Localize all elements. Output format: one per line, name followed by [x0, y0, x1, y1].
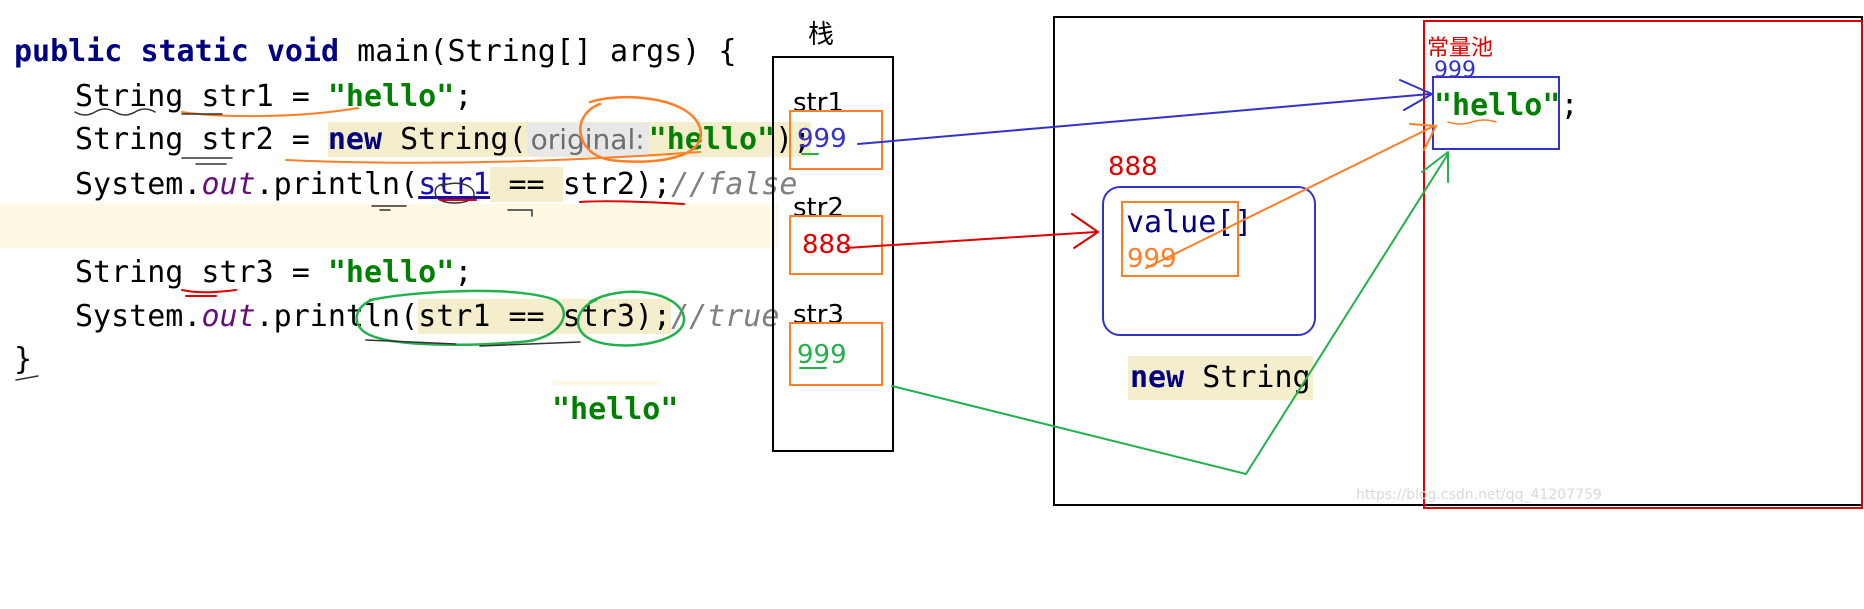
- parameter-hint: original:: [526, 123, 649, 156]
- code-line-1: public static void main(String[] args) {: [14, 32, 736, 72]
- underline-str2-black: [181, 157, 233, 165]
- constant-pool-area: [1423, 20, 1863, 509]
- code-line-4: System.out.println(str1 == str2);//false: [75, 165, 798, 205]
- constant-pool-title: 常量池: [1427, 36, 1494, 61]
- floating-hello-highlight: [552, 381, 662, 385]
- stack-var-str3: str3: [793, 300, 844, 330]
- hello-constant: "hello";: [1434, 86, 1579, 126]
- circle-hello-orange: [579, 95, 703, 163]
- scribble-str2: [507, 209, 533, 217]
- stack-ref-str3: 999: [797, 340, 847, 370]
- current-line-highlight: [0, 204, 778, 248]
- str2-declaration: String str2 =: [75, 122, 328, 157]
- floating-hello-literal: "hello": [552, 392, 679, 427]
- code-line-6: String str3 = "hello";: [75, 253, 472, 293]
- system-class: System.: [75, 299, 202, 334]
- arrow-str1-to-pool: [857, 93, 1431, 145]
- constant-pool-address: 999: [1434, 58, 1476, 83]
- caption-keyword-new: new: [1130, 360, 1185, 395]
- circle-compare-green: [355, 289, 566, 346]
- value-field-label: value[]: [1126, 205, 1253, 240]
- hello-constant-value: "hello": [1434, 88, 1561, 123]
- code-line-8: }: [14, 340, 32, 380]
- underline-orange-str1: [181, 107, 359, 118]
- stack-var-str1: str1: [793, 88, 844, 118]
- closing-brace: }: [14, 342, 33, 377]
- keyword-static: static: [140, 34, 249, 69]
- arrowhead-green: [1421, 151, 1449, 183]
- circle-true-green: [576, 290, 686, 347]
- keyword-void: void: [266, 34, 340, 69]
- stack-ref-str2: 888: [802, 230, 852, 260]
- str1-reference: str1: [418, 167, 491, 202]
- squiggle-string: [74, 108, 156, 116]
- str1-literal: "hello": [327, 79, 455, 114]
- underline-hello-pool: [1447, 119, 1497, 125]
- println-call: .println(: [255, 299, 419, 334]
- caption-string: String: [1184, 360, 1311, 395]
- comment-true: //true: [671, 299, 780, 334]
- circle-equals: [434, 182, 475, 204]
- underline-line3-orange: [285, 151, 701, 164]
- semicolon: ;: [454, 79, 473, 114]
- semicolon: ;: [454, 255, 473, 290]
- closing-paren: );: [775, 122, 812, 157]
- underline-false-red: [579, 200, 685, 205]
- arrow-str3-to-pool: [891, 153, 1449, 475]
- stack-slot-str1: [789, 110, 883, 170]
- arrow-str2-to-heap: [845, 231, 1097, 249]
- stack-var-str2: str2: [793, 193, 844, 223]
- string-constructor: String(: [382, 122, 527, 157]
- equals-operator: ==: [490, 167, 563, 202]
- underline-line7: [365, 339, 581, 347]
- println-call: .println(: [255, 167, 419, 202]
- code-line-3: String str2 = new String(original:"hello…: [75, 120, 812, 160]
- str3-literal: "hello": [327, 255, 455, 290]
- comment-false: //false: [671, 167, 798, 202]
- str2-literal: "hello": [648, 122, 776, 157]
- string-object: [1102, 186, 1316, 336]
- main-signature: main(String[] args) {: [339, 34, 737, 69]
- hello-constant-box: [1432, 76, 1560, 150]
- new-string-caption: new String: [1128, 356, 1313, 400]
- arrowhead-blue: [1399, 79, 1433, 111]
- out-field: out: [201, 167, 256, 202]
- arrow-value-to-pool: [1145, 125, 1435, 269]
- scribble-str1: [371, 205, 407, 211]
- stack-title: 栈: [808, 20, 835, 50]
- keyword-new: new: [327, 122, 383, 157]
- value-field-box: [1121, 201, 1239, 277]
- out-field: out: [201, 299, 256, 334]
- semicolon: ;: [1560, 88, 1579, 123]
- value-field-ref: 999: [1127, 244, 1177, 274]
- watermark: https://blog.csdn.net/qq_41207759: [1356, 487, 1602, 503]
- str3-declaration: String str3 =: [75, 255, 328, 290]
- system-class: System.: [75, 167, 202, 202]
- arrowhead-red: [1071, 213, 1099, 249]
- str1-declaration: String str1 =: [75, 79, 328, 114]
- stack-slot-str3: [789, 322, 883, 386]
- arrowhead-orange: [1409, 123, 1437, 151]
- compare-str1-str3: str1 == str3);: [418, 299, 672, 334]
- stack-ref-str1: 999: [797, 124, 847, 154]
- stack-frame: [772, 56, 894, 452]
- code-line-2: String str1 = "hello";: [75, 77, 472, 117]
- code-line-7: System.out.println(str1 == str3);//true: [75, 297, 779, 337]
- keyword-public: public: [14, 34, 123, 69]
- underline-brace: [15, 375, 39, 381]
- heap-object-address: 888: [1108, 152, 1158, 182]
- underline-str3-red: [181, 289, 237, 297]
- str2-reference: str2);: [562, 167, 672, 202]
